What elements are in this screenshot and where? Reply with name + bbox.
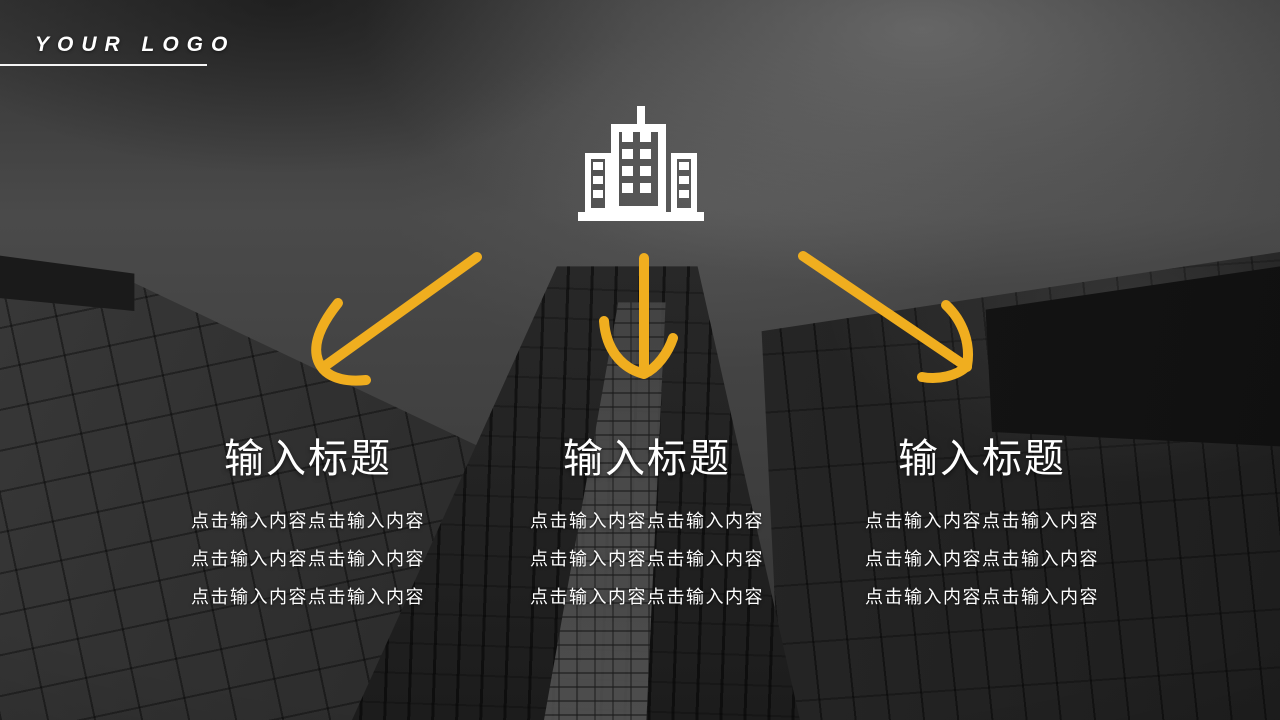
column-2-title[interactable]: 输入标题 — [563, 437, 731, 481]
column-3-body-line[interactable]: 点击输入内容点击输入内容 — [865, 549, 1099, 569]
logo-underline — [0, 64, 207, 66]
content-column-2: 输入标题 点击输入内容点击输入内容 点击输入内容点击输入内容 点击输入内容点击输… — [487, 436, 807, 616]
column-1-body-line[interactable]: 点击输入内容点击输入内容 — [191, 549, 425, 569]
column-1-body-line[interactable]: 点击输入内容点击输入内容 — [191, 587, 425, 607]
building-icon — [578, 106, 704, 221]
column-2-body-line[interactable]: 点击输入内容点击输入内容 — [530, 511, 764, 531]
content-column-3: 输入标题 点击输入内容点击输入内容 点击输入内容点击输入内容 点击输入内容点击输… — [822, 436, 1142, 616]
column-2-body-line[interactable]: 点击输入内容点击输入内容 — [530, 587, 764, 607]
column-3-body-line[interactable]: 点击输入内容点击输入内容 — [865, 587, 1099, 607]
column-2-body-line[interactable]: 点击输入内容点击输入内容 — [530, 549, 764, 569]
column-1-title[interactable]: 输入标题 — [224, 437, 392, 481]
column-3-body-line[interactable]: 点击输入内容点击输入内容 — [865, 511, 1099, 531]
column-1-body-line[interactable]: 点击输入内容点击输入内容 — [191, 511, 425, 531]
logo-text[interactable]: YOUR LOGO — [35, 33, 236, 56]
column-3-title[interactable]: 输入标题 — [898, 437, 1066, 481]
content-column-1: 输入标题 点击输入内容点击输入内容 点击输入内容点击输入内容 点击输入内容点击输… — [148, 436, 468, 616]
